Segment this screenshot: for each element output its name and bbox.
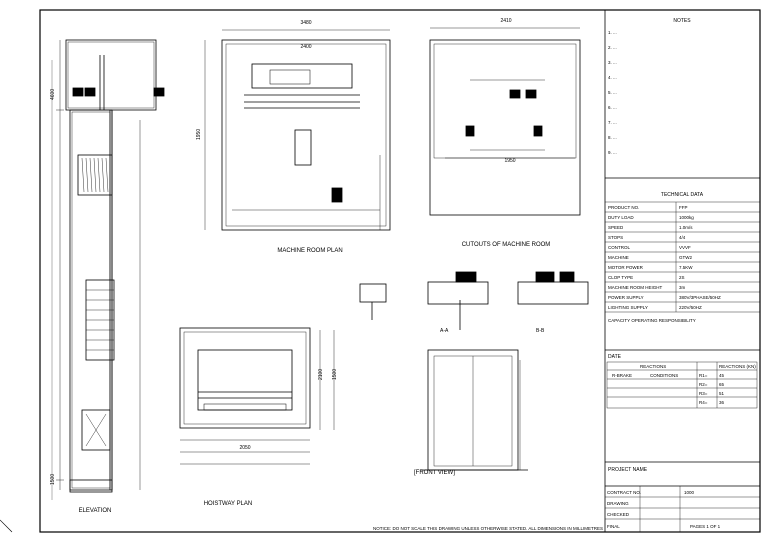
- notes-list: 1. ... 2. ... 3. ... 4. ... 5. ... 6. ..…: [608, 30, 617, 155]
- tech-label: SPEED: [608, 225, 624, 230]
- elevation-label: ELEVATION: [79, 508, 112, 514]
- reaction-key: R4=: [699, 400, 708, 405]
- reaction-value: 36: [719, 400, 725, 405]
- note-line: 8. ...: [608, 135, 617, 140]
- sheet-border: [39, 9, 761, 533]
- machine-room-plan-label: MACHINE ROOM PLAN: [277, 248, 342, 254]
- hoistway-side-dim: 1500: [332, 369, 338, 380]
- cutouts-plan: [429, 27, 581, 216]
- project-name-label: PROJECT NAME: [608, 467, 648, 473]
- hoistway-depth-dim: 2100: [318, 369, 324, 380]
- mr-width-dim: 3480: [300, 20, 311, 26]
- hoistway-width-dim: 2050: [239, 445, 250, 451]
- technical-data-table: [605, 201, 760, 313]
- note-line: 6. ...: [608, 105, 617, 110]
- title-block-text: CONTRACT NO. 1000 DRAWING CHECKED FINAL …: [607, 490, 721, 529]
- tech-value: 380V/3PHASE/50HZ: [679, 295, 721, 300]
- tech-value: FFP: [679, 205, 688, 210]
- page-number: PAGES 1 OF 1: [690, 524, 721, 529]
- final-label: FINAL: [607, 524, 620, 529]
- reaction-value: 65: [719, 382, 725, 387]
- front-view: [420, 349, 528, 471]
- tech-value: 1000kg: [679, 215, 694, 220]
- drawing-label: DRAWING: [607, 501, 629, 506]
- note-line: 7. ...: [608, 120, 617, 125]
- footer-note: NOTICE: DO NOT SCALE THIS DRAWING UNLESS…: [373, 526, 603, 531]
- note-line: 1. ...: [608, 30, 617, 35]
- reaction-value: 45: [719, 373, 725, 378]
- tech-value: 1.0m/s: [679, 225, 693, 230]
- mr-inner-dim: 2400: [300, 44, 311, 50]
- tech-value: 220V/50HZ: [679, 305, 702, 310]
- technical-data-rows: PRODUCT NO. FFP DUTY LOAD 1000kg SPEED 1…: [608, 205, 721, 323]
- tech-label: DUTY LOAD: [608, 215, 634, 220]
- cutout-side-dim: 1950: [504, 158, 515, 164]
- tech-label: MOTOR POWER: [608, 265, 644, 270]
- tech-label: MACHINE ROOM HEIGHT: [608, 285, 663, 290]
- tech-label: CLOP TYPE: [608, 275, 633, 280]
- section-details: [359, 271, 589, 330]
- mr-side-dim: 1950: [196, 129, 202, 140]
- hoistway-plan: [179, 327, 335, 465]
- reaction-key: R3=: [699, 391, 708, 396]
- reactions-col-2: CONDITIONS: [650, 373, 678, 378]
- elevation-pit-dim: 1500: [50, 474, 56, 485]
- reactions-header-a: REACTIONS: [640, 364, 666, 369]
- tech-label: POWER SUPPLY: [608, 295, 644, 300]
- tech-value: 2S: [679, 275, 685, 280]
- machine-room-plan: [204, 29, 391, 231]
- tech-label: LIGHTING SUPPLY: [608, 305, 648, 310]
- tech-value: 4/4: [679, 235, 686, 240]
- note-line: 2. ...: [608, 45, 617, 50]
- note-line: 4. ...: [608, 75, 617, 80]
- tech-label: MACHINE: [608, 255, 629, 260]
- tech-label: CONTROL: [608, 245, 630, 250]
- contract-no-value: 1000: [684, 490, 695, 495]
- date-label: DATE: [608, 354, 622, 360]
- hoistway-plan-label: HOISTWAY PLAN: [204, 501, 253, 507]
- reactions-col-1: R-BRAKE: [612, 373, 632, 378]
- tech-label: STOPS: [608, 235, 623, 240]
- checked-label: CHECKED: [607, 512, 630, 517]
- reaction-key: R1=: [699, 373, 708, 378]
- cutouts-label: CUTOUTS OF MACHINE ROOM: [462, 242, 551, 248]
- reaction-key: R2=: [699, 382, 708, 387]
- section-a-label: A-A: [440, 328, 449, 334]
- tech-value: 3m: [679, 285, 686, 290]
- tech-label: PRODUCT NO.: [608, 205, 639, 210]
- notes-title: NOTES: [673, 18, 691, 24]
- tech-value: GTW2: [679, 255, 692, 260]
- reactions-header-b: REACTIONS (KN): [719, 364, 756, 369]
- technical-data-title: TECHNICAL DATA: [661, 192, 704, 198]
- note-line: 3. ...: [608, 60, 617, 65]
- right-panel: [604, 10, 760, 532]
- front-view-label: [FRONT VIEW]: [414, 470, 455, 476]
- reactions-rows: REACTIONS REACTIONS (KN) R-BRAKE CONDITI…: [612, 364, 756, 405]
- elevation-overhead-dim: 4600: [50, 89, 56, 100]
- contract-no-label: CONTRACT NO.: [607, 490, 641, 495]
- title-block: [605, 486, 760, 532]
- tech-value: VVVF: [679, 245, 691, 250]
- tech-value: 7.5KW: [679, 265, 693, 270]
- note-line: 9. ...: [608, 150, 617, 155]
- cutout-width-dim: 2410: [500, 18, 511, 24]
- reactions-table: [606, 361, 758, 409]
- note-line: 5. ...: [608, 90, 617, 95]
- capacity-note: CAPACITY OPERATING RESPONSIBILITY: [608, 318, 696, 323]
- elevation-view: [51, 39, 165, 500]
- reaction-value: 51: [719, 391, 725, 396]
- section-b-label: B-B: [536, 328, 545, 334]
